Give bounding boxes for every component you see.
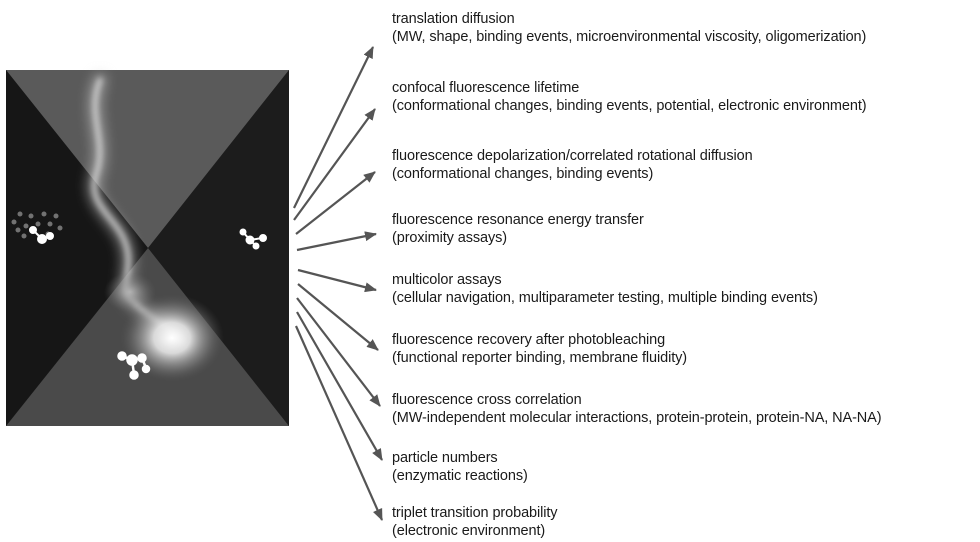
- technique-detail: (MW, shape, binding events, microenviron…: [392, 29, 867, 45]
- technique-multicolor-assays: multicolor assays (cellular navigation, …: [392, 271, 818, 307]
- technique-frap: fluorescence recovery after photobleachi…: [392, 331, 687, 367]
- arrow-group: [293, 46, 384, 521]
- technique-title: fluorescence cross correlation: [392, 392, 582, 408]
- technique-fluorescence-lifetime: confocal fluorescence lifetime (conforma…: [392, 79, 867, 115]
- arrow-1: [293, 46, 374, 209]
- technique-detail: (functional reporter binding, membrane f…: [392, 350, 688, 366]
- technique-triplet-transition: triplet transition probability (electron…: [392, 504, 558, 540]
- technique-translation-diffusion: translation diffusion (MW, shape, bindin…: [392, 10, 866, 46]
- technique-detail: (cellular navigation, multiparameter tes…: [392, 290, 818, 306]
- arrow-5: [297, 268, 377, 293]
- technique-title: fluorescence depolarization/correlated r…: [392, 148, 753, 164]
- focal-volume-image: [6, 70, 289, 426]
- molecule-right-icon: [239, 228, 267, 250]
- technique-title: multicolor assays: [392, 272, 502, 288]
- molecule-bottom-icon: [117, 351, 151, 380]
- arrow-7: [296, 297, 381, 407]
- technique-rotational-diffusion: fluorescence depolarization/correlated r…: [392, 147, 753, 183]
- technique-detail: (proximity assays): [392, 230, 508, 246]
- technique-title: triplet transition probability: [392, 505, 558, 521]
- technique-fret: fluorescence resonance energy transfer (…: [392, 211, 644, 247]
- arrow-6: [297, 283, 379, 351]
- technique-detail: (conformational changes, binding events,…: [392, 98, 867, 114]
- arrow-8: [296, 311, 383, 461]
- arrow-9: [294, 325, 384, 521]
- technique-detail: (electronic environment): [392, 523, 546, 539]
- arrow-3: [295, 171, 376, 235]
- molecule-left-icon: [11, 211, 63, 244]
- technique-detail: (enzymatic reactions): [392, 468, 528, 484]
- technique-cross-correlation: fluorescence cross correlation (MW-indep…: [392, 391, 882, 427]
- technique-title: fluorescence resonance energy transfer: [392, 212, 644, 228]
- technique-detail: (MW-independent molecular interactions, …: [392, 410, 882, 426]
- arrow-4: [296, 231, 377, 252]
- technique-title: particle numbers: [392, 450, 498, 466]
- technique-title: confocal fluorescence lifetime: [392, 80, 580, 96]
- technique-title: translation diffusion: [392, 11, 515, 27]
- technique-particle-numbers: particle numbers (enzymatic reactions): [392, 449, 528, 485]
- technique-title: fluorescence recovery after photobleachi…: [392, 332, 666, 348]
- technique-detail: (conformational changes, binding events): [392, 166, 654, 182]
- arrow-2: [293, 108, 376, 221]
